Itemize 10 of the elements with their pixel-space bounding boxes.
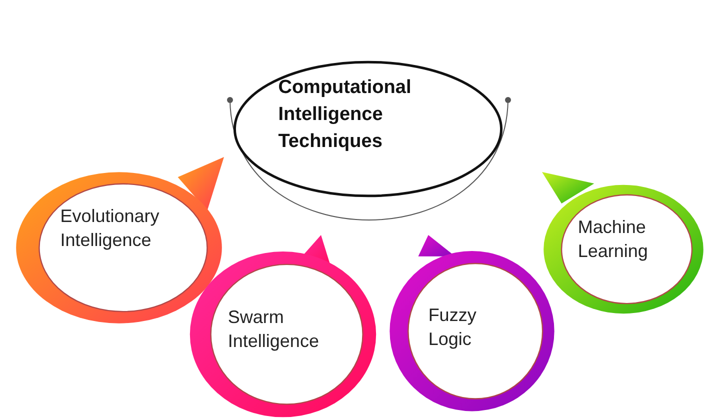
node-label: Fuzzy Logic: [428, 304, 478, 351]
speech-bubble: [14, 157, 224, 325]
speech-bubble: [188, 235, 378, 419]
speech-bubble: [388, 235, 556, 413]
node-label: Machine Learning: [578, 216, 649, 263]
node-label: Swarm Intelligence: [228, 306, 320, 353]
speech-bubble: [542, 172, 705, 315]
ellipse-node: [232, 60, 504, 198]
node-label: Computational Intelligence Techniques: [278, 76, 412, 154]
node-label: Evolutionary Intelligence: [60, 205, 160, 252]
